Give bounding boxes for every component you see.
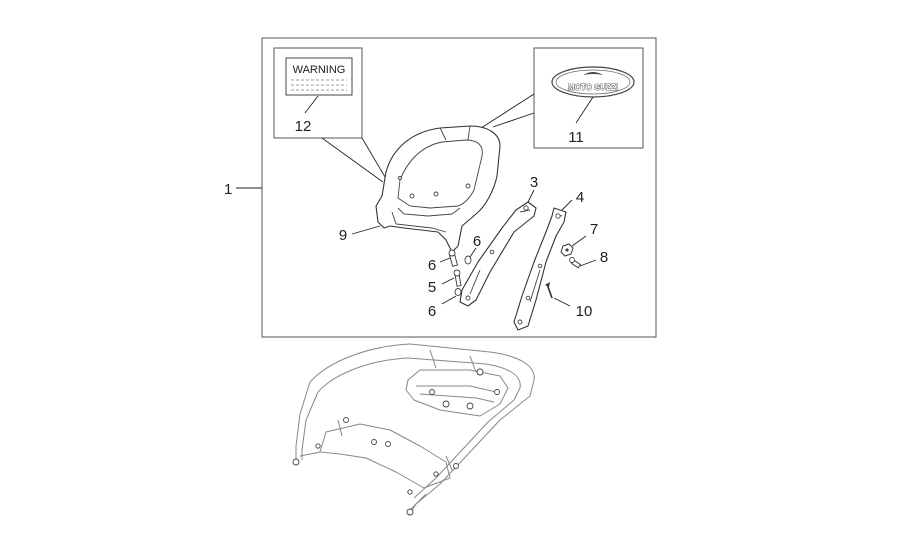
leader-7 (571, 235, 587, 247)
callout-8: 8 (600, 249, 608, 266)
leader-3 (561, 199, 573, 211)
callout-10: 10 (576, 303, 593, 320)
callout-9: 9 (339, 227, 347, 244)
leader-10 (553, 297, 571, 307)
eagle-icon (583, 72, 603, 75)
callout-4: 5 (428, 279, 436, 296)
callout-11: 11 (568, 129, 584, 146)
leader-5 (439, 257, 451, 263)
callout-6-upper: 6 (473, 233, 481, 250)
nut-7 (560, 243, 574, 257)
leader-6-lower (441, 295, 457, 305)
moto-guzzi-badge (551, 66, 635, 98)
callout-6-lower: 6 (428, 303, 436, 320)
luggage-rack (292, 343, 535, 516)
side-bracket-left (459, 201, 537, 307)
callout-2: 3 (530, 174, 538, 191)
screw-4 (453, 269, 462, 287)
kit-frame (261, 37, 657, 338)
callout-1: 1 (224, 181, 232, 198)
warning-sticker-inset: WARNING 12 (273, 47, 389, 183)
callout-3: 4 (576, 189, 584, 206)
callout-7: 7 (590, 221, 598, 238)
callout-12: 12 (295, 118, 312, 135)
callout-5: 6 (428, 257, 436, 274)
bolt-8 (569, 257, 582, 269)
side-bracket-right (513, 207, 567, 331)
leader-6-upper (469, 247, 477, 258)
leader-4 (441, 277, 455, 285)
warning-sticker-text: WARNING (293, 64, 346, 76)
washer-6-lower (454, 288, 462, 296)
leader-8 (579, 259, 597, 267)
leader-2 (527, 189, 535, 203)
screw-5 (448, 249, 459, 267)
warning-sticker (285, 57, 353, 96)
washer-6-upper (464, 255, 472, 265)
leader-9 (351, 225, 381, 235)
badge-logo-text: MOTO GUZZI (568, 83, 618, 92)
seat-cowl (375, 125, 501, 253)
logo-badge-inset: MOTO GUZZI 11 (477, 47, 644, 149)
screw-10 (545, 282, 553, 299)
